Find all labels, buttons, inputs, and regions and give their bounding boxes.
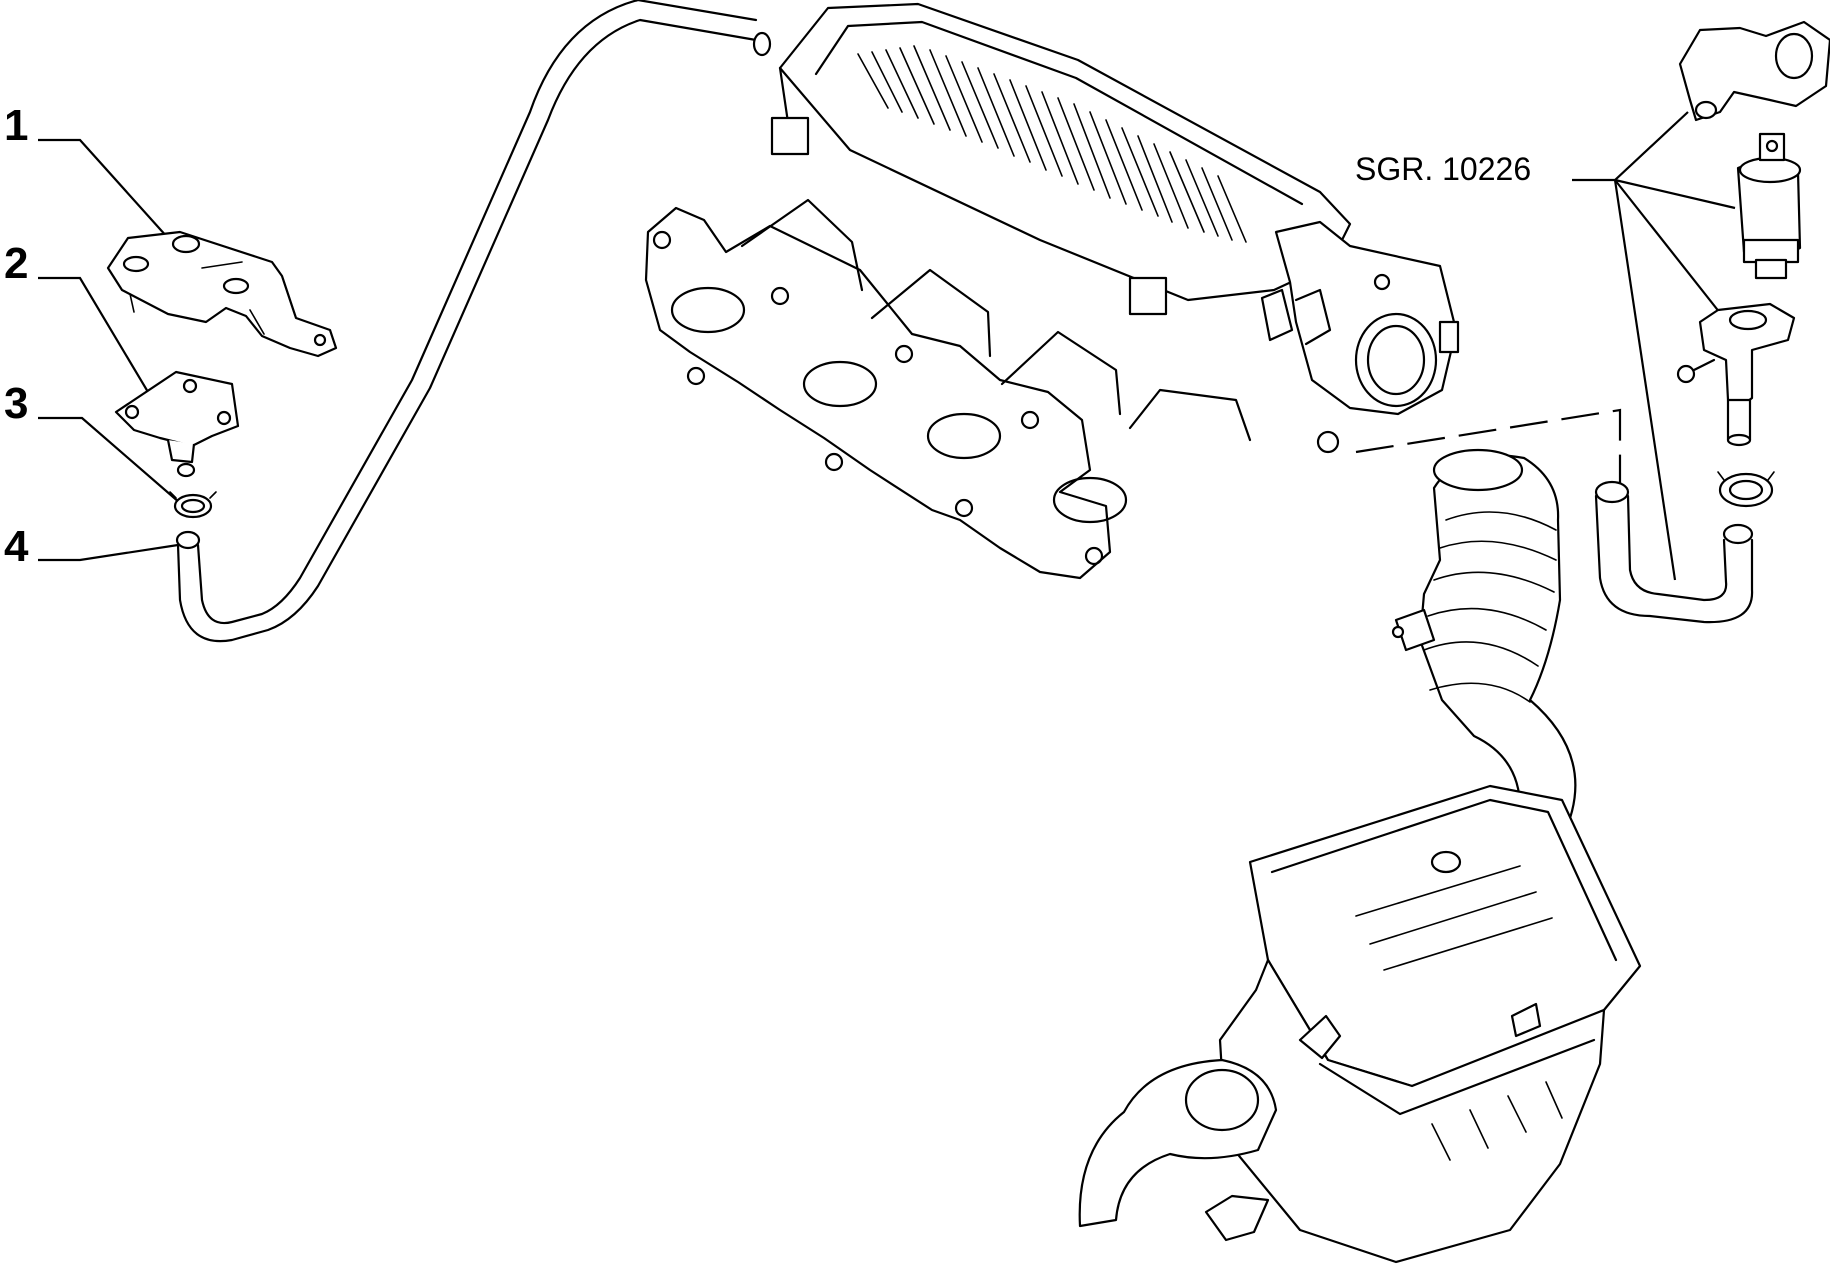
leader-lines [38, 111, 1736, 581]
sgr-sensor [1676, 302, 1796, 447]
sgr-clip-bracket [1678, 20, 1830, 122]
callout-4: 4 [4, 522, 29, 571]
connection-dashed-line [1355, 408, 1622, 486]
intake-manifold [770, 2, 1352, 316]
filter-base [1218, 958, 1606, 1264]
callout-3: 3 [4, 379, 28, 428]
vacuum-hose-long [175, 0, 772, 643]
port-4 [1052, 476, 1128, 524]
leader-ref-sensor [1614, 179, 1725, 319]
throttle-body [1260, 220, 1460, 454]
leader-ref-valve [1614, 178, 1736, 210]
port-1 [670, 286, 746, 334]
air-filter-box [1078, 784, 1642, 1264]
reference-label: SGR. 10226 [1355, 151, 1531, 187]
leader-ref-clip [1572, 111, 1689, 182]
leader-1 [38, 138, 169, 239]
callout-2: 2 [4, 239, 28, 288]
manifold-runners [644, 198, 1252, 580]
port-2 [802, 360, 878, 408]
hose-clamp-small [169, 491, 217, 519]
sgr-u-hose [1594, 480, 1754, 624]
valve-body [114, 370, 240, 478]
sgr-hose-clamp [1717, 471, 1775, 508]
leader-4 [38, 543, 179, 562]
bracket-plate [106, 230, 338, 358]
leader-2 [38, 276, 149, 393]
callout-1: 1 [4, 101, 28, 150]
mount-tab-right [1128, 276, 1168, 316]
mount-tab-left [770, 116, 810, 156]
port-3 [926, 412, 1002, 460]
plenum-ribs [857, 45, 1247, 243]
air-intake-duct [1391, 448, 1577, 840]
leader-ref-hose [1613, 179, 1677, 581]
leader-3 [38, 416, 181, 504]
sgr-solenoid-valve [1736, 132, 1802, 280]
